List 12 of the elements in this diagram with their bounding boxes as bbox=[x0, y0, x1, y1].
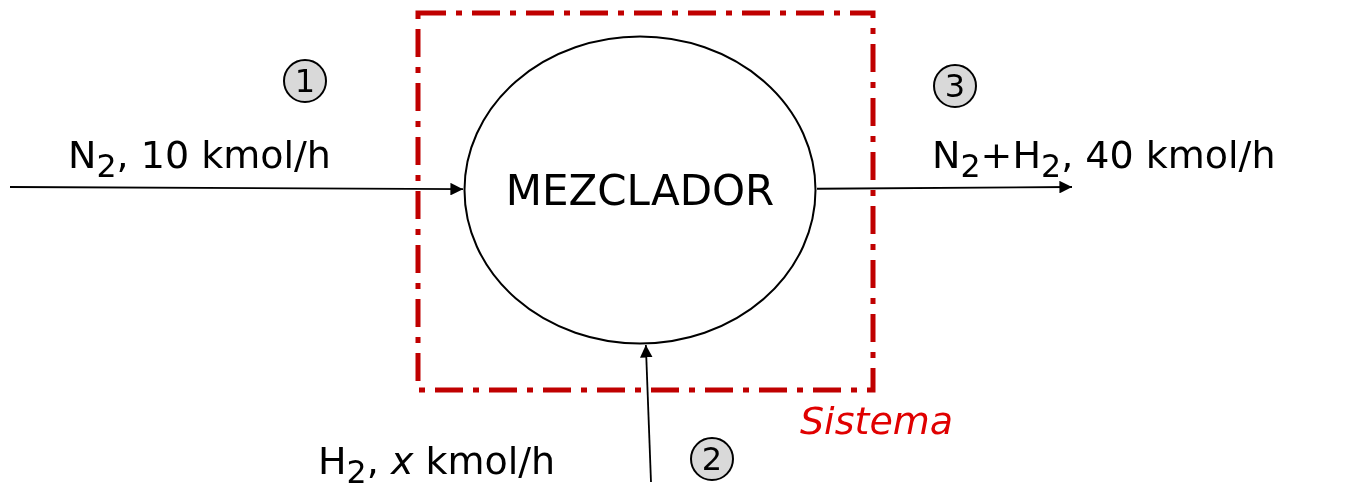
stream-arrow bbox=[640, 344, 653, 483]
stream-number: 2 bbox=[690, 437, 734, 481]
stream-arrow bbox=[816, 180, 1073, 194]
mixer-label: MEZCLADOR bbox=[505, 165, 775, 215]
stream-label: N$_{2}$+H$_{2}$, 40 kmol/h bbox=[932, 136, 1276, 183]
mixer-circle bbox=[463, 35, 817, 345]
stream-number: 3 bbox=[933, 64, 977, 108]
stream-arrow bbox=[9, 182, 464, 196]
stream-label: H$_{2}$, x kmol/h bbox=[318, 442, 556, 489]
system-label: Sistema bbox=[800, 402, 954, 440]
stream-number: 1 bbox=[283, 59, 327, 103]
stream-label: N$_{2}$, 10 kmol/h bbox=[68, 136, 331, 183]
